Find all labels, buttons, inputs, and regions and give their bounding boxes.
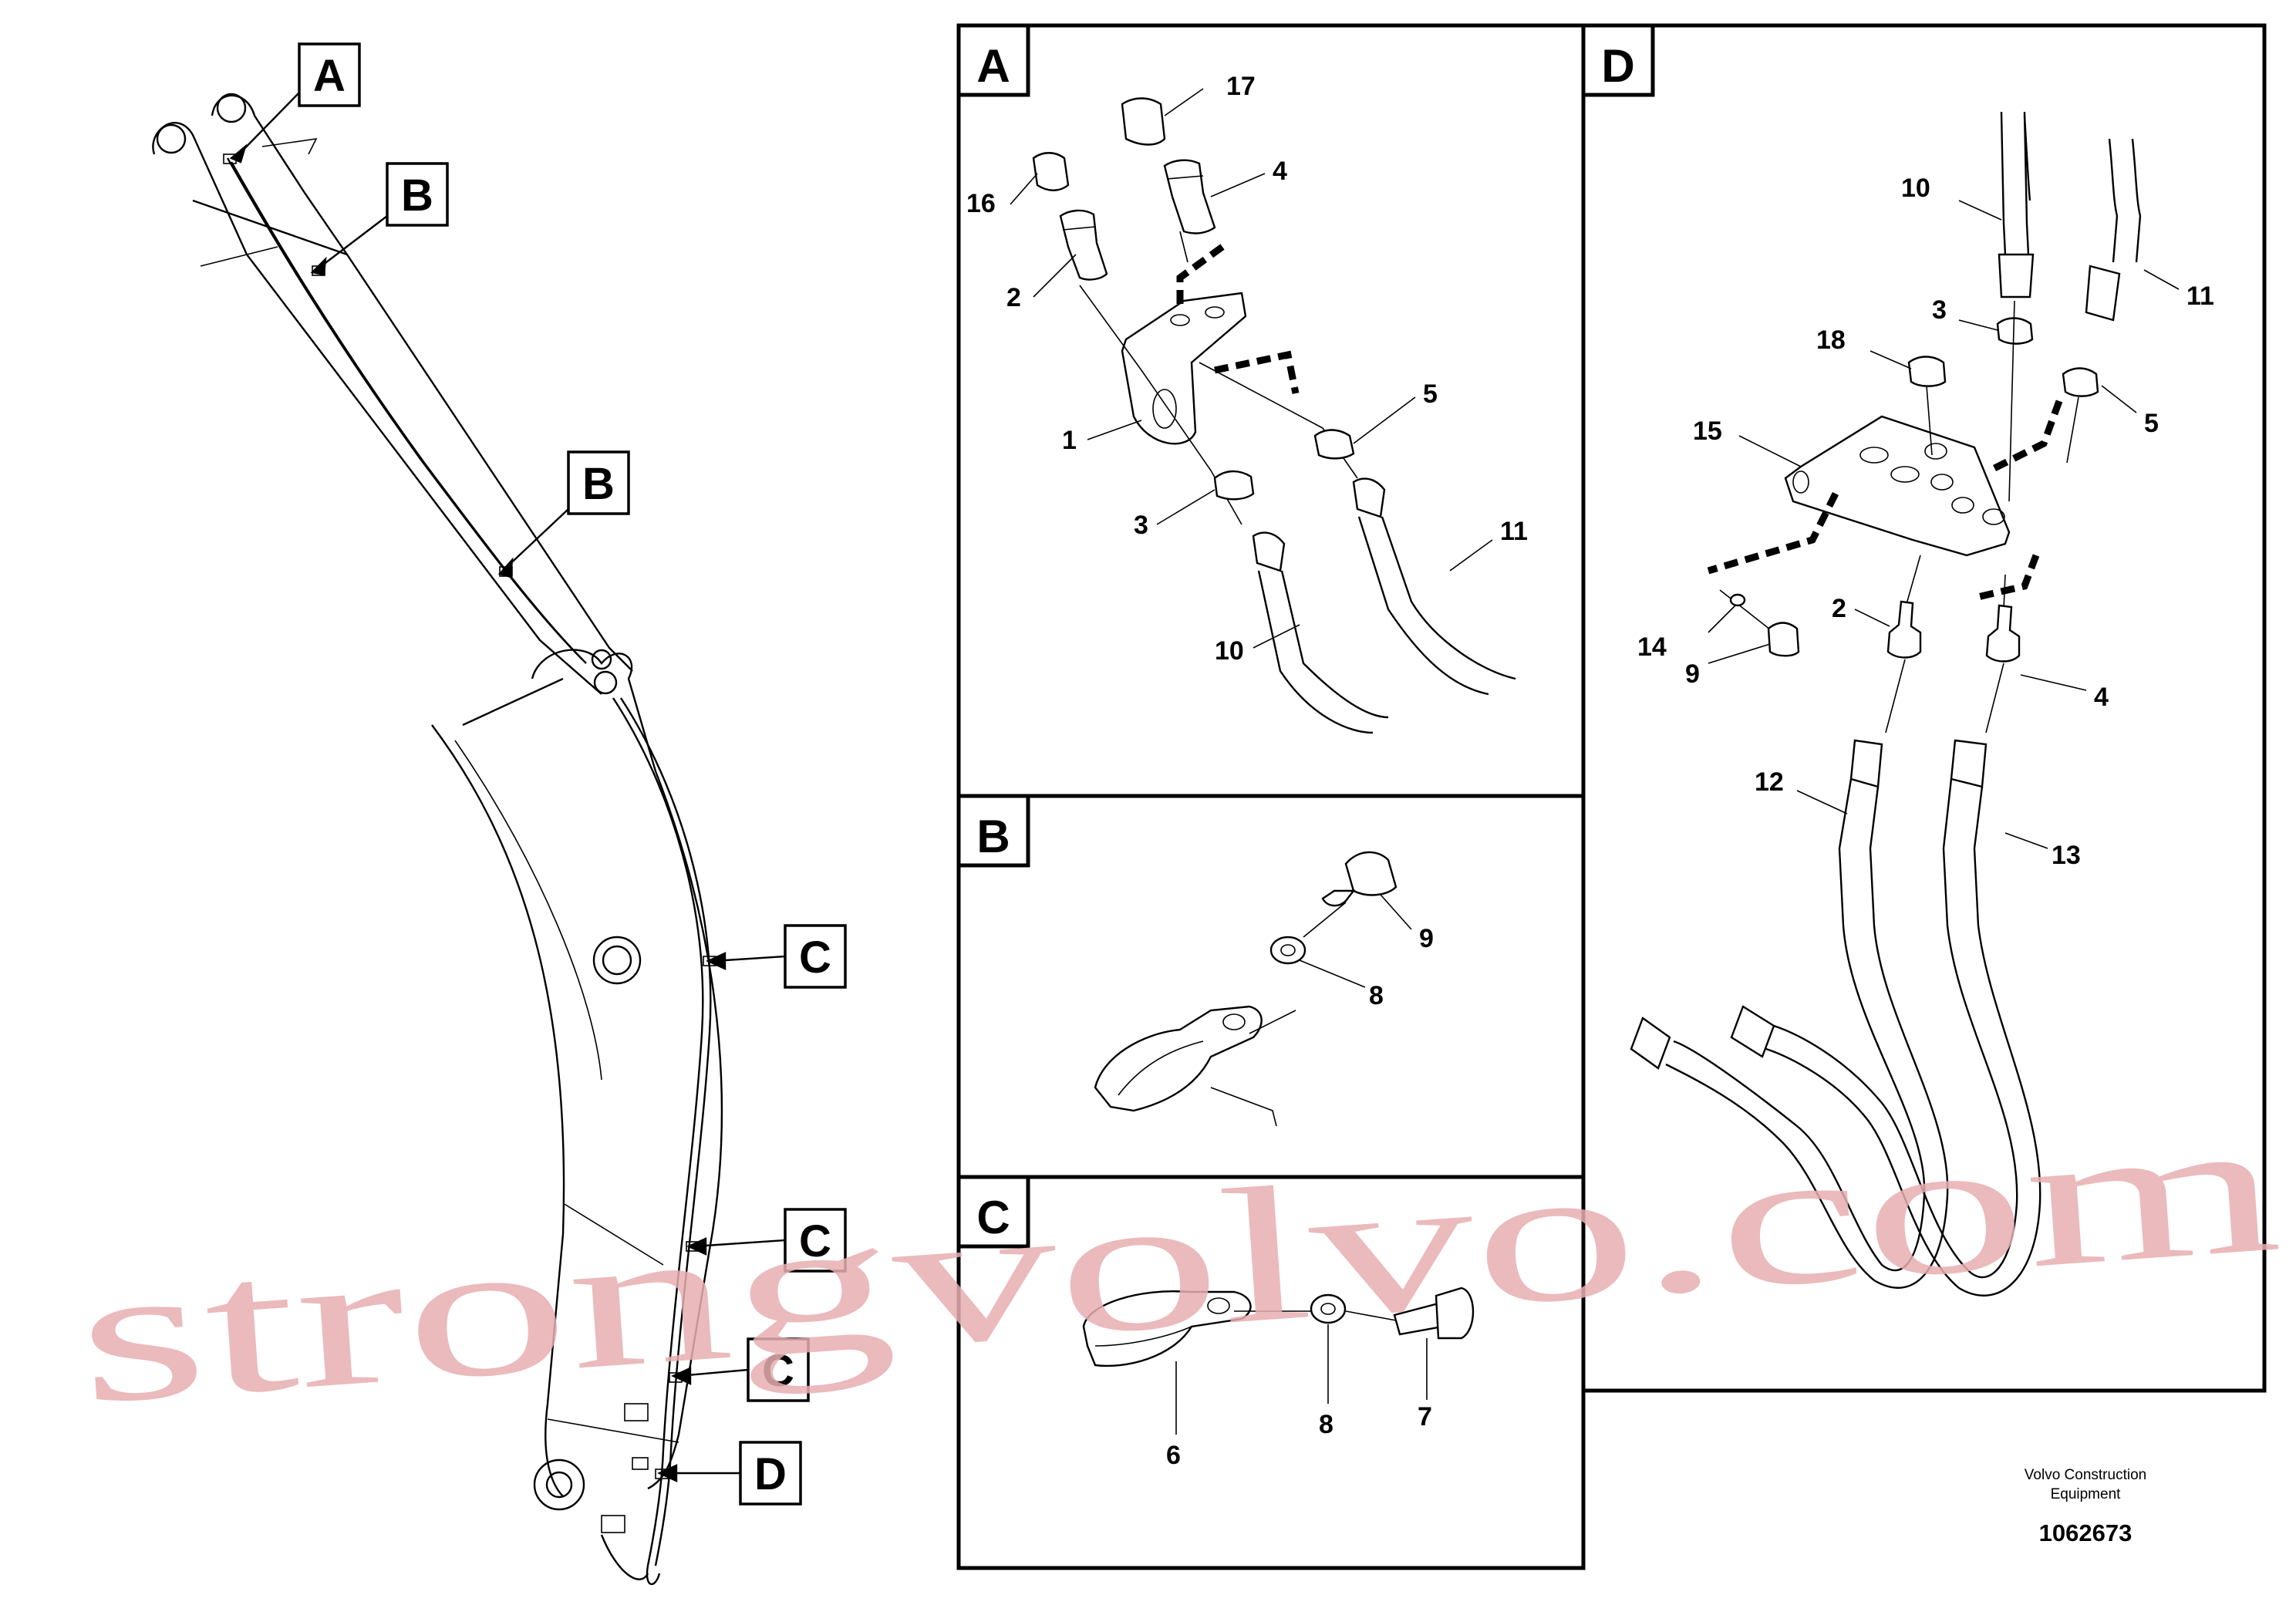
bolt-9	[1344, 851, 1397, 896]
callout-tag-label: B	[401, 170, 433, 221]
callout-tag-label: A	[313, 51, 346, 101]
part-number-18: 18	[1816, 325, 1846, 355]
credit-line-2: Equipment	[2051, 1486, 2122, 1502]
panel-tag-d: D	[1581, 23, 1655, 97]
callout-tag-label: D	[754, 1449, 787, 1499]
dashed-break-icon	[1214, 350, 1300, 394]
bracket-15	[1784, 415, 2011, 557]
arrow-icon	[686, 1237, 786, 1256]
hose-12-end-fitting	[1630, 1017, 1671, 1070]
part-number-5: 5	[1423, 379, 1438, 409]
bolt-9	[1767, 622, 1800, 657]
panel-tag-label: C	[976, 1192, 1010, 1243]
credit-block: Volvo Construction Equipment 1062673	[2025, 1467, 2146, 1546]
part-number-3: 3	[1932, 295, 1947, 325]
arrow-icon	[497, 508, 569, 578]
part-number-7: 7	[1418, 1402, 1432, 1431]
callout-tag-b[interactable]: B	[310, 162, 449, 276]
panel-tag-label: A	[976, 40, 1010, 92]
part-number-9: 9	[1685, 659, 1700, 689]
part-number-11: 11	[1500, 517, 1528, 546]
part-number-8: 8	[1319, 1410, 1333, 1439]
part-number-10: 10	[1901, 174, 1930, 203]
fitting-2	[1886, 600, 1922, 659]
part-number-11: 11	[2186, 282, 2214, 311]
panel-d: D	[1581, 23, 2214, 1297]
credit-line-1: Volvo Construction	[2025, 1467, 2146, 1483]
part-number-3: 3	[1134, 511, 1148, 540]
panel-tag-label: B	[976, 811, 1010, 862]
arrow-icon	[229, 92, 300, 164]
part-number-4: 4	[1273, 157, 1287, 186]
panel-tag-c: C	[956, 1175, 1030, 1249]
part-number-16: 16	[966, 189, 996, 218]
part-number-4: 4	[2094, 683, 2109, 712]
washer-14	[1729, 593, 1746, 607]
callout-tag-d[interactable]: D	[657, 1441, 802, 1506]
hose-10-fitting	[1252, 531, 1286, 572]
fitting-4	[1985, 604, 2021, 663]
nut-3	[1996, 317, 2034, 345]
cap-17	[1121, 97, 1166, 146]
dashed-break-icon	[1988, 400, 2063, 474]
callout-tag-c-2[interactable]: C	[686, 1208, 847, 1273]
panel-c: C 6 8 7	[956, 1175, 1475, 1470]
part-number-6: 6	[1166, 1441, 1181, 1470]
part-number-15: 15	[1693, 416, 1722, 446]
hose-12-fitting	[1849, 739, 1883, 788]
fitting-4	[1163, 159, 1216, 234]
hose-10-fitting	[1998, 253, 2035, 298]
document-number: 1062673	[2039, 1519, 2132, 1546]
panel-a: A	[956, 23, 1528, 734]
arrow-icon	[657, 1464, 740, 1482]
hose-11-fitting	[1352, 477, 1386, 518]
washer-8	[1269, 936, 1306, 965]
panel-b: B 9 8	[956, 794, 1434, 1127]
hose-13-fitting	[1950, 739, 1988, 788]
panel-frames	[956, 23, 2267, 1570]
callout-tag-label: C	[762, 1346, 794, 1396]
dashed-break-icon	[1176, 244, 1225, 305]
part-number-8: 8	[1369, 981, 1384, 1010]
nut-18	[1907, 356, 1947, 387]
part-number-1: 1	[1062, 426, 1077, 455]
nut-5	[2062, 367, 2099, 397]
nut-3	[1213, 470, 1255, 501]
panel-tag-label: D	[1601, 40, 1634, 92]
callout-tag-b-2[interactable]: B	[497, 450, 630, 578]
dashed-break-icon	[1707, 491, 1839, 575]
callout-tag-label: B	[582, 459, 615, 509]
callout-tag-c-3[interactable]: C	[671, 1337, 810, 1402]
callout-tag-label: C	[799, 932, 831, 983]
hose-13-end-fitting	[1730, 1005, 1775, 1058]
part-number-12: 12	[1755, 767, 1784, 797]
panel-tag-a: A	[956, 23, 1030, 97]
part-number-2: 2	[1832, 594, 1846, 623]
arrow-icon	[671, 1367, 749, 1385]
hose-11-fitting	[2085, 265, 2121, 322]
clamp	[1094, 1005, 1263, 1112]
part-number-10: 10	[1215, 636, 1244, 666]
fitting-2	[1059, 209, 1108, 281]
washer-8	[1310, 1293, 1347, 1324]
dashed-break-icon	[1973, 554, 2040, 602]
panel-tag-b: B	[956, 794, 1030, 868]
part-number-5: 5	[2144, 409, 2159, 438]
part-number-2: 2	[1006, 283, 1021, 312]
cap-16	[1032, 152, 1070, 191]
part-number-14: 14	[1637, 632, 1667, 662]
callout-tag-label: C	[799, 1216, 831, 1266]
callout-tag-c[interactable]: C	[706, 924, 847, 989]
arrow-icon	[310, 215, 388, 276]
part-number-17: 17	[1226, 72, 1256, 101]
callout-tags: A B B C C C D	[229, 42, 847, 1506]
callout-tag-a[interactable]: A	[229, 42, 361, 164]
nut-5	[1313, 429, 1355, 460]
arrow-icon	[706, 952, 786, 970]
part-number-13: 13	[2052, 841, 2081, 870]
part-number-9: 9	[1419, 924, 1434, 953]
